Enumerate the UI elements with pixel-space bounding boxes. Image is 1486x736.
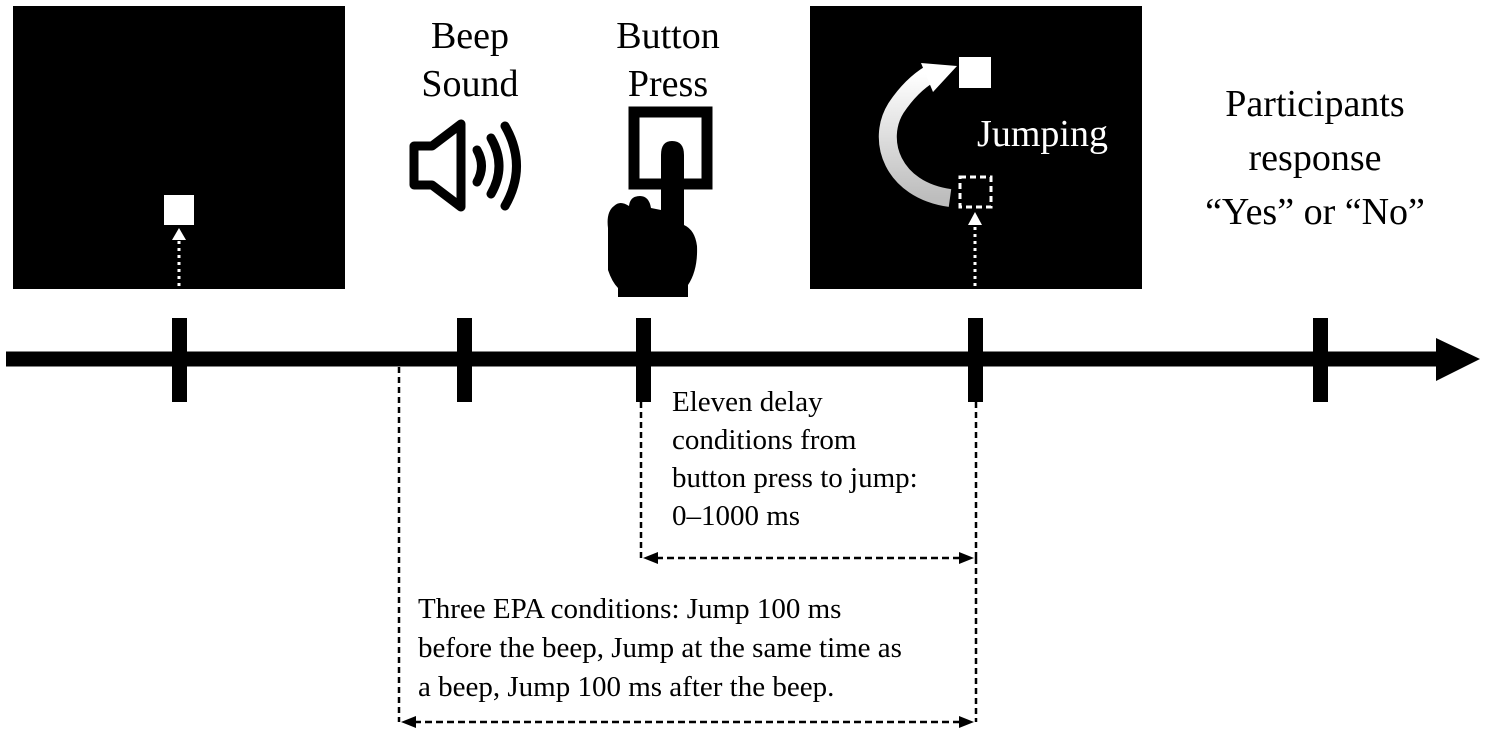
delay-bracket-left-arrowhead: [643, 552, 658, 564]
delay-conditions-note: Eleven delay conditions from button pres…: [672, 383, 918, 535]
epa-bracket-right-arrowhead: [959, 716, 974, 728]
delay-note-line: Eleven delay: [672, 386, 823, 418]
epa-interval-bracket: [397, 367, 978, 724]
timeline-axis: [6, 338, 1480, 381]
jump-upward-dotted-arrow: [968, 212, 982, 286]
tick-start: [172, 318, 187, 402]
response-label-line3: “Yes” or “No”: [1205, 191, 1425, 233]
tick-response: [1313, 318, 1328, 402]
delay-note-line: conditions from: [672, 424, 857, 456]
original-position-dashed-square: [958, 175, 993, 209]
beep-label-line1: Beep: [430, 15, 510, 57]
start-target-square: [164, 195, 194, 225]
curved-jump-arrow-icon: [878, 63, 957, 207]
participants-response-label: Participants response “Yes” or “No”: [1180, 77, 1450, 239]
delay-bracket-right-arrowhead: [959, 552, 974, 564]
speaker-icon: [409, 119, 521, 212]
button-press-label: Button Press: [590, 12, 746, 108]
tick-button-press: [636, 318, 651, 402]
epa-note-line: Three EPA conditions: Jump 100 ms: [418, 593, 842, 625]
response-label-line1: Participants: [1225, 83, 1405, 125]
response-label-line2: response: [1248, 137, 1382, 179]
tick-jump: [968, 318, 983, 402]
epa-conditions-note: Three EPA conditions: Jump 100 ms before…: [418, 590, 902, 707]
epa-note-line: a beep, Jump 100 ms after the beep.: [418, 671, 835, 703]
delay-note-line: button press to jump:: [672, 462, 918, 494]
button-label-line2: Press: [627, 63, 709, 105]
start-upward-dotted-arrow: [172, 228, 186, 286]
delay-note-line: 0–1000 ms: [672, 500, 801, 532]
epa-note-line: before the beep, Jump at the same time a…: [418, 632, 902, 664]
beep-sound-label: Beep Sound: [395, 12, 545, 108]
delay-interval-bracket: [639, 402, 978, 560]
tick-beep: [457, 318, 472, 402]
jumping-label: Jumping: [977, 113, 1108, 155]
button-label-line1: Button: [616, 15, 720, 57]
beep-label-line2: Sound: [421, 63, 519, 105]
epa-bracket-left-arrowhead: [401, 716, 416, 728]
jumped-target-square: [959, 57, 991, 88]
button-press-hand-icon: [607, 106, 713, 297]
